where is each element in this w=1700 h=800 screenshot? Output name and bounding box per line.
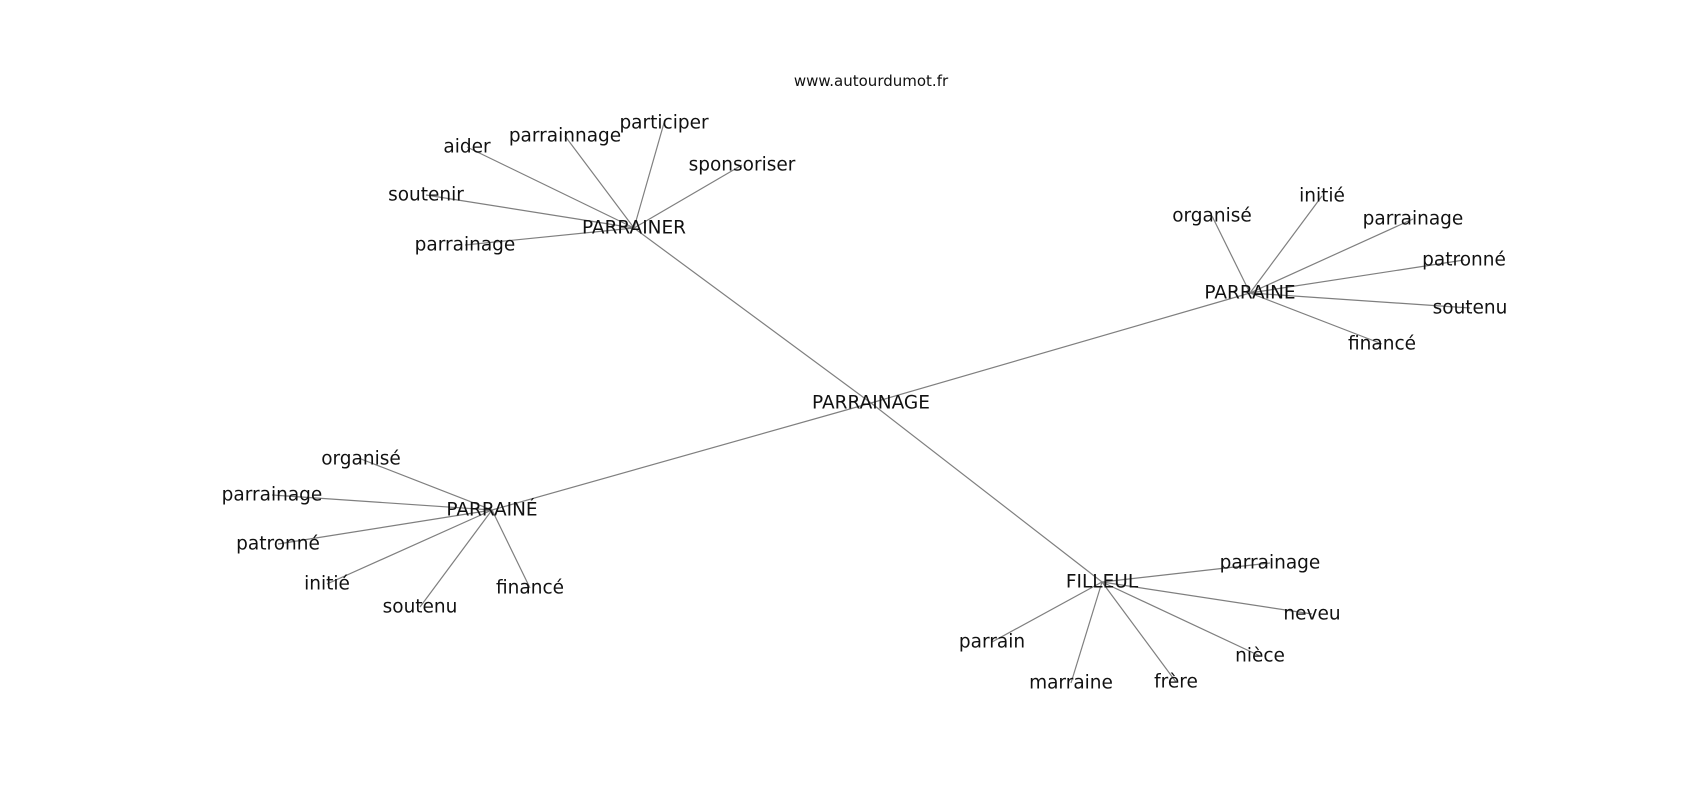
edge-parrainage-parrainee bbox=[491, 402, 872, 511]
watermark: www.autourdumot.fr bbox=[793, 72, 949, 90]
edge-parrainee-pa_organise bbox=[360, 458, 493, 511]
edge-filleul-fi_frere bbox=[1101, 581, 1177, 683]
edge-parrainee-pa_finance bbox=[491, 509, 531, 589]
edge-parrainer-pr_parrainage bbox=[464, 227, 635, 246]
word-node-pe-parrainage: parrainage bbox=[1363, 209, 1464, 230]
edge-parrainer-pr_soutenir bbox=[425, 194, 635, 229]
edge-parraine-pe_parrainage bbox=[1249, 218, 1414, 294]
word-node-pa-parrainage: parrainage bbox=[222, 485, 323, 506]
word-node-fi-marraine: marraine bbox=[1029, 673, 1113, 694]
edge-parraine-pe_organise bbox=[1211, 215, 1251, 294]
edge-parrainage-parrainer bbox=[633, 227, 872, 404]
edge-parrainee-pa_initie bbox=[326, 509, 493, 585]
hub-node-parrainer: PARRAINER bbox=[582, 218, 686, 239]
word-node-pr-participer: participer bbox=[619, 113, 709, 134]
word-node-fi-neveu: neveu bbox=[1283, 604, 1340, 625]
word-node-pe-initie: initié bbox=[1299, 186, 1345, 207]
word-node-pr-parrainage: parrainage bbox=[415, 235, 516, 256]
graph-edges bbox=[271, 122, 1471, 684]
word-node-pr-soutenir: soutenir bbox=[388, 185, 464, 206]
edge-parraine-pe_initie bbox=[1249, 195, 1323, 294]
word-node-pr-parrainnage: parrainnage bbox=[509, 126, 621, 147]
edge-filleul-fi_neveu bbox=[1101, 581, 1313, 615]
edge-parrainer-pr_sponsoriser bbox=[633, 164, 743, 229]
edge-parrainer-pr_aider bbox=[466, 146, 635, 229]
edge-filleul-fi_parrainage bbox=[1101, 562, 1271, 583]
edge-parraine-pe_finance bbox=[1249, 292, 1383, 345]
hub-node-parraine: PARRAINE bbox=[1204, 283, 1295, 304]
edge-filleul-fi_parrain bbox=[991, 581, 1103, 643]
hub-node-filleul: FILLEUL bbox=[1066, 572, 1139, 593]
word-node-pe-organise: organisé bbox=[1172, 206, 1252, 227]
word-node-fi-parrainage: parrainage bbox=[1220, 553, 1321, 574]
edge-parrainee-pa_parrainage bbox=[271, 494, 493, 511]
edge-parrainer-pr_parrainnage bbox=[564, 135, 635, 229]
edge-parrainage-filleul bbox=[870, 402, 1103, 583]
word-node-pa-finance: financé bbox=[496, 578, 564, 599]
word-node-fi-niece: nièce bbox=[1235, 646, 1285, 667]
edge-parrainee-pa_soutenu bbox=[419, 509, 493, 608]
hub-node-parrainee: PARRAINÉ bbox=[446, 499, 537, 521]
edge-filleul-fi_niece bbox=[1101, 581, 1261, 657]
edge-parrainage-parraine bbox=[870, 292, 1251, 404]
word-node-pa-patronne: patronné bbox=[236, 534, 320, 555]
edge-parrainee-pa_patronne bbox=[277, 509, 493, 545]
edge-filleul-fi_marraine bbox=[1070, 581, 1103, 684]
word-node-pa-organise: organisé bbox=[321, 449, 401, 470]
word-node-pe-patronne: patronné bbox=[1422, 250, 1506, 271]
word-node-pe-soutenu: soutenu bbox=[1433, 298, 1508, 319]
graph-labels: PARRAINAGE PARRAINER PARRAINE PARRAINÉ FILLE… bbox=[222, 113, 1508, 694]
word-node-pr-aider: aider bbox=[443, 137, 491, 158]
word-node-fi-parrain: parrain bbox=[959, 632, 1025, 653]
word-node-pa-soutenu: soutenu bbox=[383, 597, 458, 618]
hub-node-parrainage: PARRAINAGE bbox=[812, 393, 930, 414]
word-node-pe-finance: financé bbox=[1348, 334, 1416, 355]
edge-parrainer-pr_participer bbox=[633, 122, 665, 229]
edge-parraine-pe_patronne bbox=[1249, 259, 1465, 294]
word-node-fi-frere: frère bbox=[1154, 672, 1198, 693]
word-node-pr-sponsoriser: sponsoriser bbox=[689, 155, 796, 176]
edge-parraine-pe_soutenu bbox=[1249, 292, 1471, 309]
word-node-pa-initie: initié bbox=[304, 574, 350, 595]
